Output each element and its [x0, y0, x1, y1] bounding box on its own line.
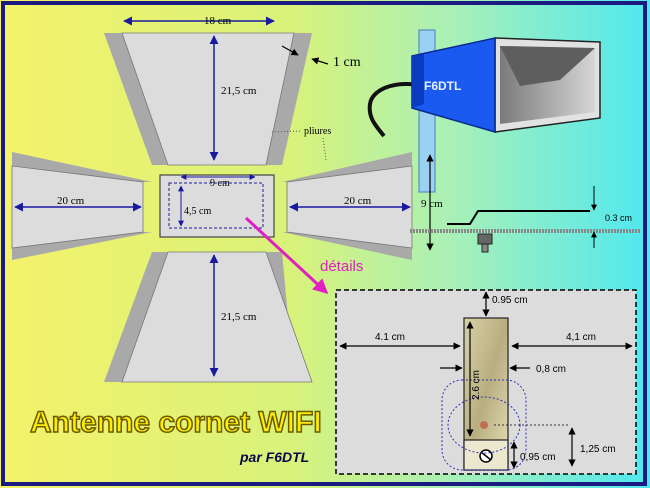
detail-bottom-gap: 0,95 cm — [520, 452, 556, 463]
details-label: détails — [320, 258, 363, 275]
byline: par F6DTL — [239, 449, 309, 465]
left-panel — [11, 152, 152, 260]
center-panel — [159, 174, 275, 238]
fold-width-label: 1 cm — [333, 55, 361, 70]
detail-strip-width: 0,8 cm — [536, 364, 566, 375]
bottom-panel — [104, 251, 313, 383]
detail-hole-height: 1,25 cm — [580, 444, 616, 455]
right-width-label: 20 cm — [344, 195, 372, 207]
bracket-section — [410, 186, 640, 253]
center-height-label: 4,5 cm — [184, 206, 211, 217]
offset-label: 0.3 cm — [605, 213, 632, 223]
detail-strip-length: 2.6 cm — [471, 370, 482, 400]
mount-height-label: 9 cm — [421, 198, 443, 210]
right-panel — [282, 152, 413, 260]
details-arrow — [244, 216, 329, 295]
antenna-illustration: F6DTL — [367, 29, 601, 193]
detail-left: 4.1 cm — [375, 332, 405, 343]
bottom-height-label: 21,5 cm — [221, 311, 257, 323]
top-panel — [104, 16, 312, 166]
outer-border — [1, 1, 647, 486]
center-width-label: 9 cm — [210, 178, 230, 189]
antenna-logo: F6DTL — [424, 79, 461, 93]
detail-right: 4,1 cm — [566, 332, 596, 343]
left-width-label: 20 cm — [57, 195, 85, 207]
top-width-label: 18 cm — [204, 15, 232, 27]
top-height-label: 21,5 cm — [221, 85, 257, 97]
detail-box — [335, 289, 637, 475]
detail-top-gap: 0.95 cm — [492, 295, 528, 306]
folds-label: pliures — [304, 126, 331, 137]
main-title: Antenne cornet WIFI — [30, 406, 322, 439]
